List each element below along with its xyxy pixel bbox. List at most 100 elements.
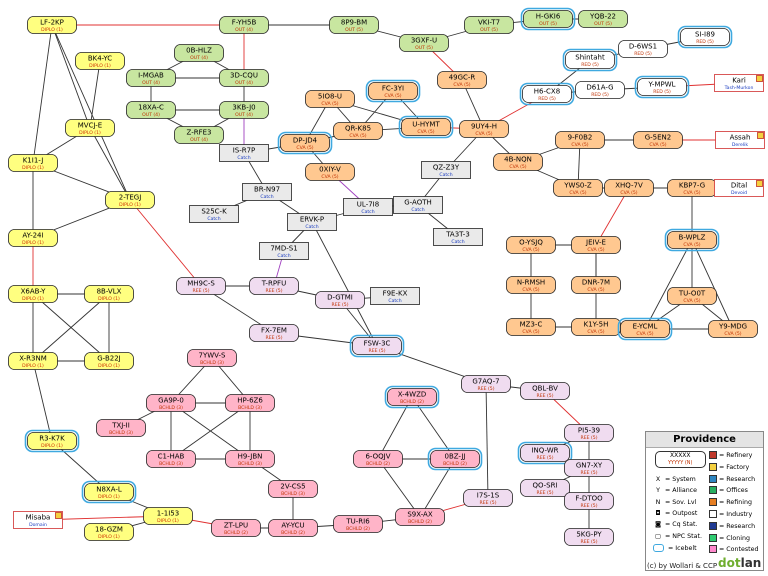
system-box (714, 74, 764, 92)
dotlan-logo[interactable]: dotlan (718, 556, 761, 570)
